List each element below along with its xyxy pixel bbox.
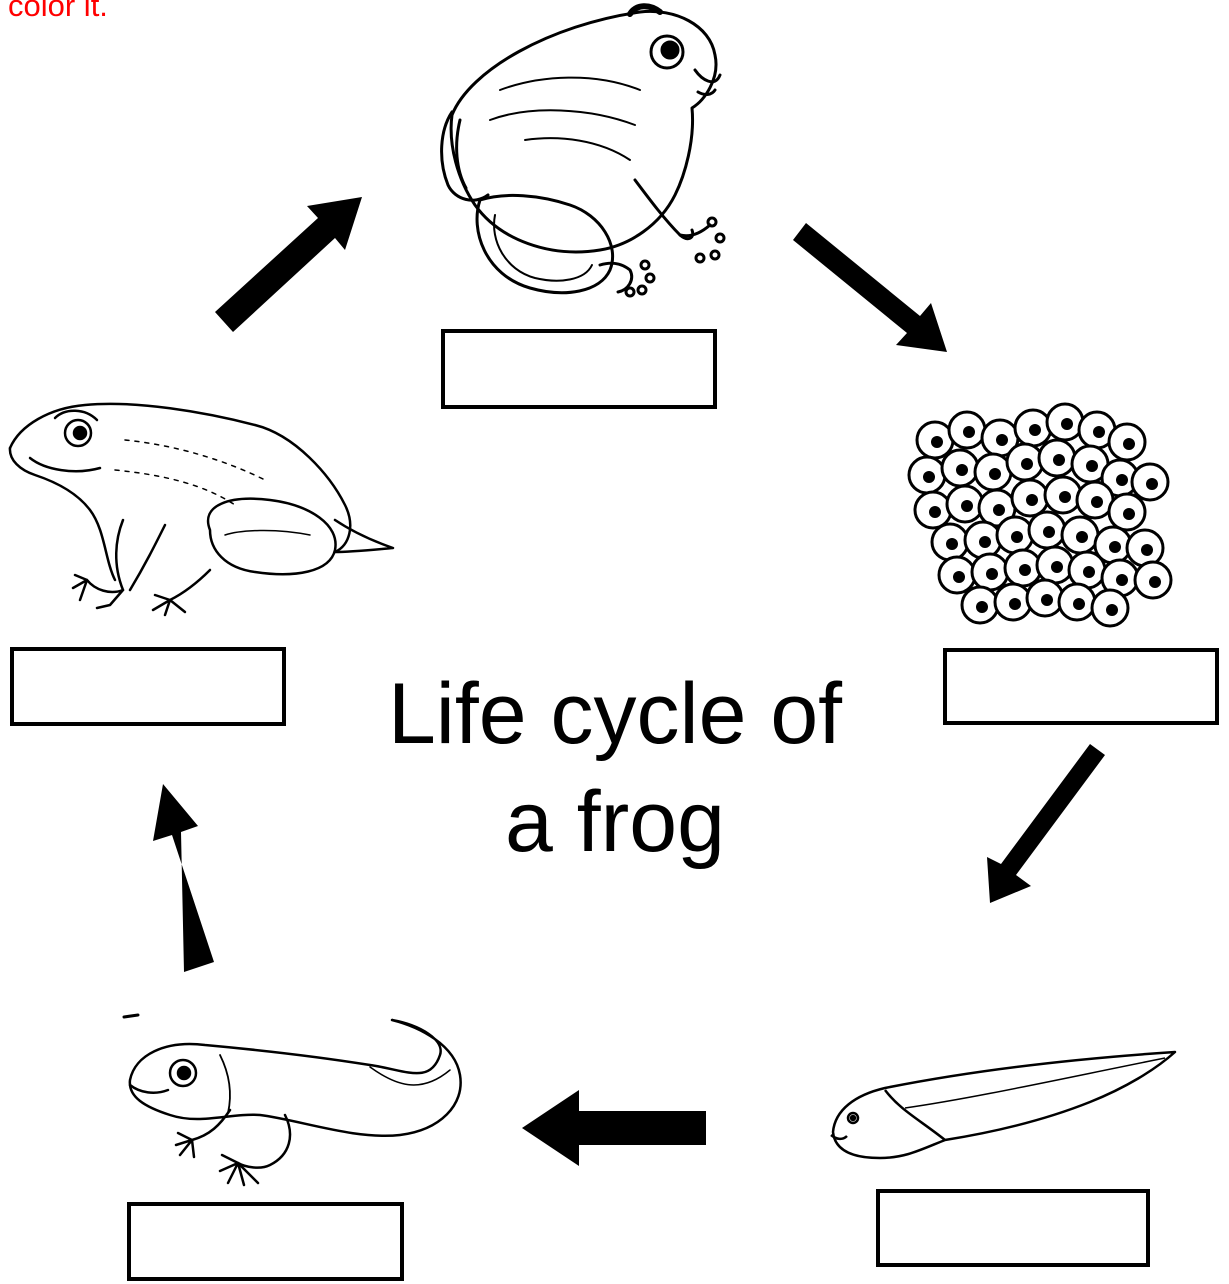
- label-box-tadpole-with-legs[interactable]: [127, 1202, 404, 1281]
- label-box-froglet[interactable]: [10, 647, 286, 726]
- arrow-adult-to-spawn: [793, 223, 947, 352]
- tadpole-icon: [825, 1040, 1185, 1170]
- label-box-frog-spawn[interactable]: [943, 648, 1219, 725]
- arrow-legs-to-froglet: [153, 784, 214, 972]
- arrow-tadpole-to-legs: [522, 1090, 706, 1166]
- frog-spawn-icon: [905, 400, 1180, 630]
- arrow-spawn-to-tadpole: [987, 744, 1105, 903]
- adult-frog-icon: [430, 0, 730, 305]
- tadpole-with-legs-icon: [120, 1015, 465, 1190]
- arrow-froglet-to-adult: [215, 197, 362, 332]
- label-box-adult-frog[interactable]: [441, 329, 717, 409]
- froglet-icon: [5, 400, 395, 620]
- label-box-tadpole[interactable]: [876, 1189, 1150, 1267]
